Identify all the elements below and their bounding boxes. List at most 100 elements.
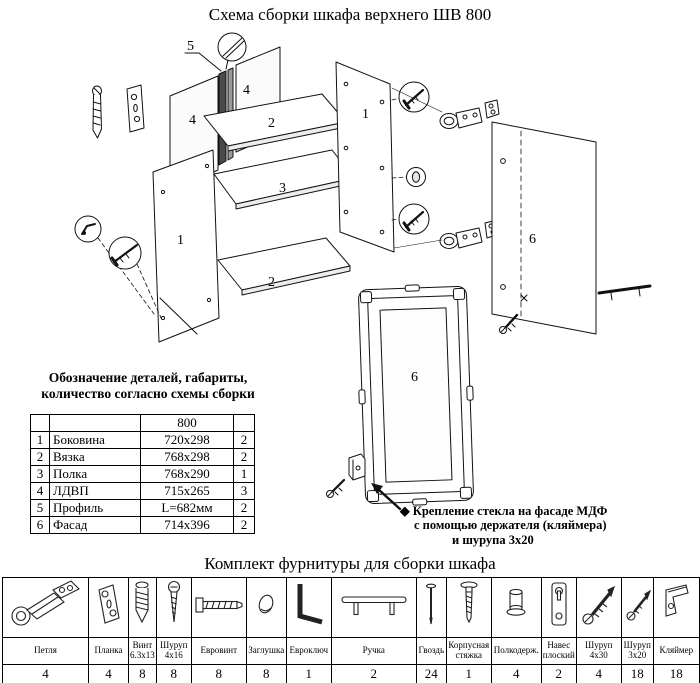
glass-note-line1: ◆ Крепление стекла на фасаде МДФ (400, 504, 607, 518)
part-label-6a: 6 (529, 232, 536, 247)
shelf-bottom (217, 237, 351, 296)
glass-frame (358, 284, 474, 506)
hw-icon-cell (575, 577, 622, 638)
hw-icon-cell (490, 577, 542, 638)
cap-icon (258, 594, 274, 614)
hw-icon-cell (2, 577, 89, 638)
hw-qty: 2 (540, 664, 577, 683)
hardware-table: Петля Планка Винт 6.3x13 Шуруп 4x16 Евро… (2, 577, 700, 683)
part-qty: 2 (233, 499, 255, 517)
hw-qty: 4 (2, 664, 89, 683)
hw-name: Гвоздь (415, 637, 447, 665)
callout-euroscrew-left (108, 236, 142, 270)
page-title: Схема сборки шкафа верхнего ШВ 800 (208, 5, 492, 24)
part-qty: 2 (233, 448, 255, 466)
parts-table-row: 6 Фасад 714x396 2 (30, 516, 255, 534)
part-name: Фасад (49, 516, 141, 534)
callout-euroscrew-top (398, 81, 430, 113)
size-header: 800 (140, 414, 234, 432)
clamp-icon (665, 584, 689, 617)
part-name: Профиль (49, 499, 141, 517)
shelf-middle (213, 149, 355, 210)
part-num: 2 (30, 448, 50, 466)
facade-panel (491, 121, 597, 335)
clip-screw-icon (326, 478, 346, 498)
parts-note-line2: количество согласно схемы сборки (41, 385, 255, 401)
part-size: 768x290 (140, 465, 234, 483)
glass-note-line3: и шурупа 3x20 (452, 532, 534, 547)
hw-name: Навес плоский (540, 637, 577, 665)
glass-note: ◆ Крепление стекла на фасаде МДФ с помощ… (400, 504, 607, 547)
hardware-title: Комплект фурнитуры для сборки шкафа (204, 554, 496, 573)
hw-qty: 1 (445, 664, 492, 683)
parts-table: 800 1 Боковина 720x298 2 2 Вязка 768x298… (30, 414, 255, 534)
hw-qty: 8 (190, 664, 247, 683)
plate-icon (97, 584, 120, 624)
hw-name: Евровинт (190, 637, 247, 665)
diamond-bullet-icon: ◆ (400, 504, 410, 518)
part-label-3: 3 (279, 181, 286, 196)
part-num: 1 (30, 431, 50, 449)
hw-name: Шуруп 4x30 (575, 637, 622, 665)
screw-diagonal-icon (582, 585, 615, 625)
hw-icon-cell (415, 577, 447, 638)
side-panel-right (335, 61, 395, 253)
parts-table-row: 5 Профиль L=682мм 2 (30, 499, 255, 517)
hw-qty: 8 (128, 664, 157, 683)
side-panel-left (152, 149, 220, 343)
mounting-plate-detail-icon (126, 84, 145, 133)
part-num: 3 (30, 465, 50, 483)
hardware-names-row: Петля Планка Винт 6.3x13 Шуруп 4x16 Евро… (2, 637, 700, 665)
hw-name: Ручка (330, 637, 417, 665)
part-num: 4 (30, 482, 50, 500)
part-label-4a: 4 (189, 113, 196, 128)
hw-icon-cell (652, 577, 700, 638)
hw-qty: 18 (652, 664, 700, 683)
hw-name: Петля (2, 637, 89, 665)
hw-name: Планка (88, 637, 129, 665)
nail-icon (426, 583, 437, 625)
screw-diagonal-small-icon (626, 589, 652, 621)
hw-qty: 8 (245, 664, 287, 683)
screw-vertical-detail-icon (92, 85, 102, 139)
hw-name: Полкодерж. (490, 637, 542, 665)
hw-icon-cell (330, 577, 417, 638)
hardware-icons-row (2, 577, 700, 638)
hw-name: Кляймер (652, 637, 700, 665)
hw-qty: 24 (415, 664, 447, 683)
part-label-6b: 6 (411, 370, 418, 385)
hw-qty: 4 (490, 664, 542, 683)
parts-table-row: 2 Вязка 768x298 2 (30, 448, 255, 466)
hw-name: Шуруп 3x20 (620, 637, 654, 665)
glass-note-line2: с помощью держателя (кляймера) (414, 518, 607, 533)
hw-icon-cell (190, 577, 247, 638)
hw-icon-cell (245, 577, 287, 638)
part-qty: 1 (233, 465, 255, 483)
part-name: ЛДВП (49, 482, 141, 500)
part-qty: 3 (233, 482, 255, 500)
part-num: 6 (30, 516, 50, 534)
parts-table-header: 800 (30, 414, 255, 432)
hw-name: Винт 6.3x13 (128, 637, 157, 665)
part-name: Полка (49, 465, 141, 483)
part-num: 5 (30, 499, 50, 517)
hw-icon-cell (285, 577, 332, 638)
cabinet-bolt-icon (460, 581, 478, 624)
part-label-2b: 2 (268, 275, 275, 290)
hw-qty: 2 (330, 664, 417, 683)
hw-icon-cell (88, 577, 129, 638)
hw-qty: 4 (88, 664, 129, 683)
header-blank (233, 414, 255, 432)
hw-name: Корпусная стяжка (445, 637, 492, 665)
hw-icon-cell (620, 577, 654, 638)
handle-side-icon (597, 284, 652, 301)
euroscrew-icon (195, 597, 243, 613)
hw-qty: 8 (155, 664, 192, 683)
flat-hanger-icon (551, 582, 567, 626)
parts-table-row: 4 ЛДВП 715x265 3 (30, 482, 255, 500)
part-size: 714x396 (140, 516, 234, 534)
hw-qty: 1 (285, 664, 332, 683)
hw-icon-cell (128, 577, 157, 638)
